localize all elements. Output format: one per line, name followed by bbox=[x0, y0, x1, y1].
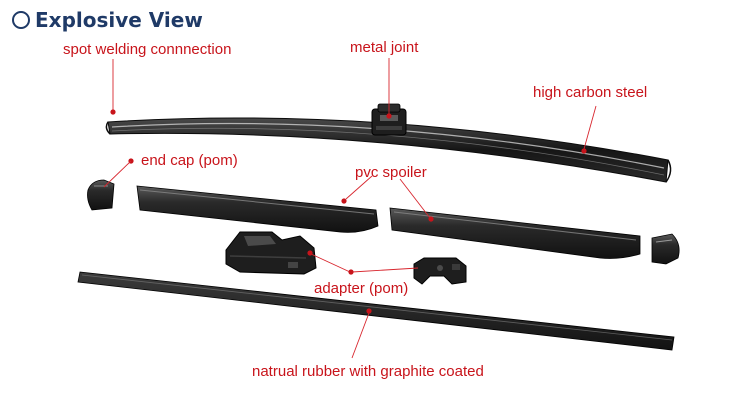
label-spot-welding: spot welding connnection bbox=[63, 41, 232, 58]
label-end-cap: end cap (pom) bbox=[141, 152, 238, 169]
circle-icon bbox=[12, 11, 30, 29]
label-pvc-spoiler: pvc spoiler bbox=[355, 164, 427, 181]
end-cap-right bbox=[651, 233, 680, 265]
end-cap-left bbox=[87, 179, 115, 211]
label-high-carbon-steel: high carbon steel bbox=[533, 84, 648, 101]
pvc-spoiler-left bbox=[136, 185, 379, 233]
diagram-title: Explosive View bbox=[12, 8, 203, 32]
leader-lines bbox=[103, 58, 597, 359]
title-text: Explosive View bbox=[35, 8, 203, 32]
pvc-spoiler-right bbox=[389, 207, 641, 259]
rubber-blade bbox=[77, 271, 675, 351]
adapter-large bbox=[225, 231, 317, 275]
label-adapter: adapter (pom) bbox=[314, 280, 409, 297]
label-rubber: natrual rubber with graphite coated bbox=[252, 363, 484, 380]
label-metal-joint: metal joint bbox=[350, 39, 419, 56]
adapter-small bbox=[413, 257, 467, 285]
